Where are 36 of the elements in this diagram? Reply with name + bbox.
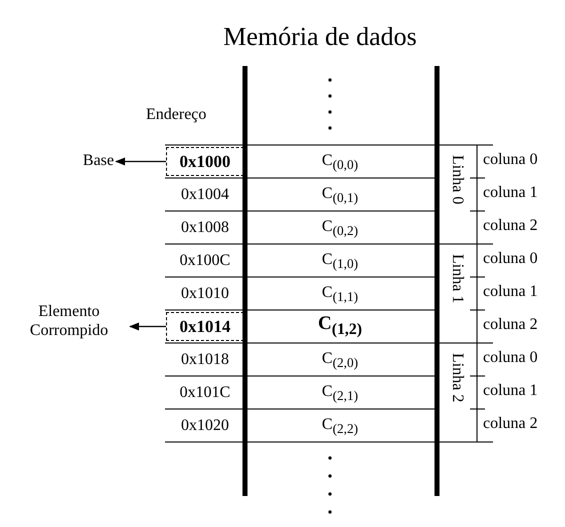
address-box: 0x1014 [166, 312, 244, 341]
column-header: Endereço [146, 106, 206, 124]
arrow [115, 158, 166, 166]
matrix-element: C$_{(1,2)}$ [316, 314, 364, 338]
memory-address: 0x1010 [180, 284, 230, 302]
memory-address: 0x1020 [180, 416, 230, 434]
memory-address: 0x101C [178, 384, 232, 402]
memory-address: 0x100C [178, 252, 232, 270]
column-index: coluna 2 [483, 414, 538, 432]
pointer-label: Base [76, 152, 114, 170]
column-index: coluna 2 [483, 316, 538, 334]
matrix-element: C$_{(0,2)}$ [320, 218, 360, 240]
row-group-label: Linha 1 [448, 254, 466, 304]
pointer-label: Elemento Corrompido [10, 302, 128, 340]
column-index: coluna 1 [483, 382, 538, 400]
column-index: coluna 1 [483, 282, 538, 300]
address-box: 0x1000 [166, 147, 244, 176]
column-index: coluna 0 [483, 150, 538, 168]
matrix-element: C$_{(1,1)}$ [320, 284, 360, 306]
matrix-element: C$_{(2,1)}$ [320, 382, 360, 405]
column-index: coluna 0 [483, 250, 538, 268]
matrix-element: C$_{(0,1)}$ [320, 184, 360, 207]
diagram-title: Memória de dados [222, 22, 418, 52]
matrix-element: C$_{(2,0)}$ [320, 350, 360, 372]
column-index: coluna 1 [483, 184, 538, 202]
row-group-label: Linha 0 [448, 155, 466, 204]
memory-address: 0x1018 [180, 350, 230, 368]
memory-address: 0x1004 [180, 186, 230, 204]
matrix-element: C$_{(0,0)}$ [320, 152, 360, 174]
column-index: coluna 0 [483, 348, 538, 366]
matrix-element: C$_{(1,0)}$ [320, 250, 360, 273]
arrow [129, 322, 166, 330]
matrix-element: C$_{(2,2)}$ [320, 416, 360, 438]
memory-address: 0x1008 [180, 218, 230, 236]
row-group-label: Linha 2 [448, 353, 466, 402]
column-index: coluna 2 [483, 216, 538, 234]
